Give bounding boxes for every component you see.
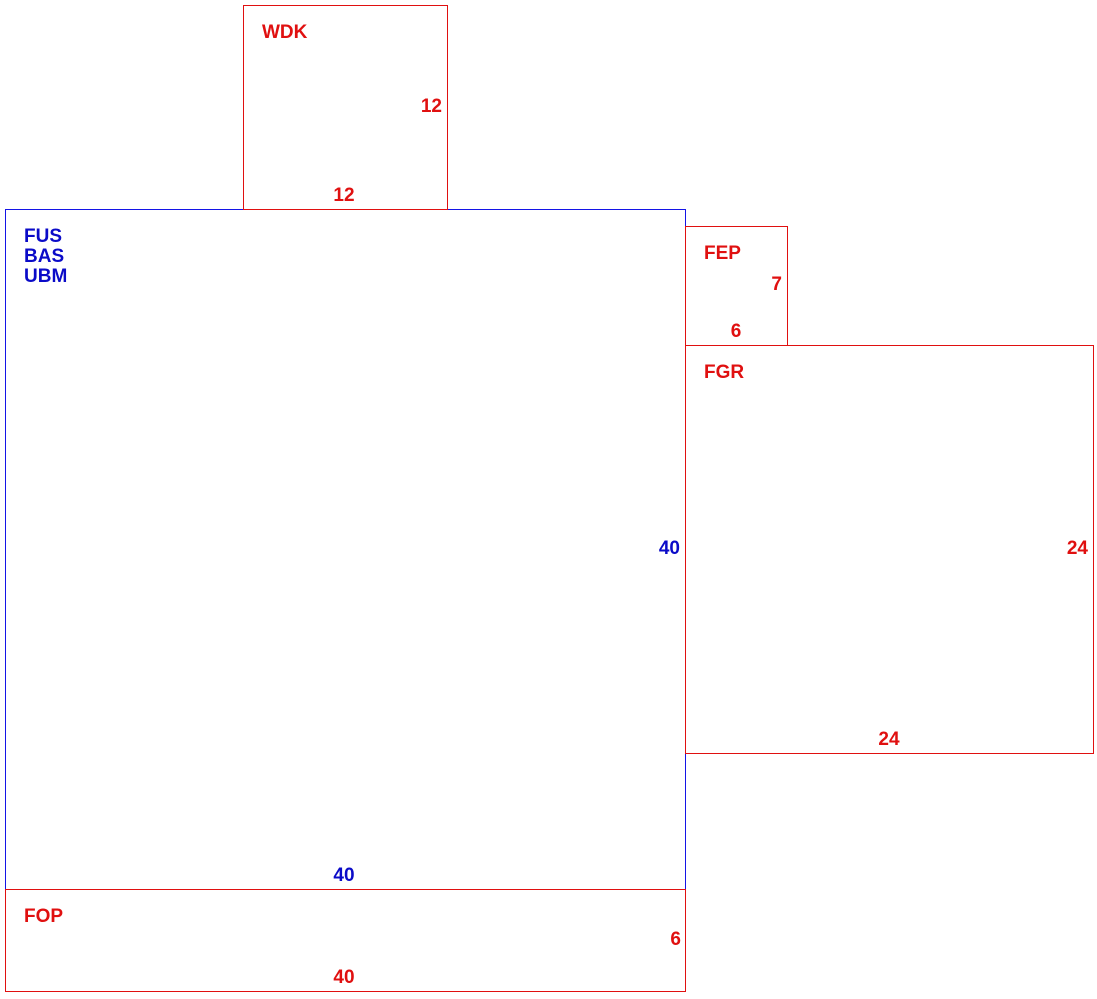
- code-ubm: UBM: [24, 266, 68, 287]
- fop-height-label: 6: [670, 929, 681, 950]
- fop-width-label: 40: [333, 967, 355, 988]
- fgr-width-label: 24: [878, 729, 900, 750]
- fep-width-label: 6: [730, 321, 742, 342]
- fop-code: FOP: [24, 906, 64, 927]
- code-bas: BAS: [24, 246, 65, 267]
- main-width-label: 40: [333, 865, 355, 886]
- main-structure-outline: [5, 209, 686, 890]
- fop-outline: [5, 889, 686, 992]
- fep-height-label: 7: [771, 274, 782, 295]
- fep-code: FEP: [704, 243, 741, 264]
- fgr-height-label: 24: [1066, 538, 1088, 559]
- wdk-code: WDK: [262, 22, 308, 43]
- fgr-code: FGR: [704, 362, 745, 383]
- fgr-outline: [685, 345, 1094, 754]
- wdk-height-label: 12: [420, 96, 442, 117]
- wdk-width-label: 12: [333, 185, 355, 206]
- main-height-label: 40: [658, 538, 680, 559]
- code-fus: FUS: [24, 226, 62, 247]
- wdk-outline: [243, 5, 448, 210]
- main-structure-codes: FUS BAS UBM: [24, 227, 67, 287]
